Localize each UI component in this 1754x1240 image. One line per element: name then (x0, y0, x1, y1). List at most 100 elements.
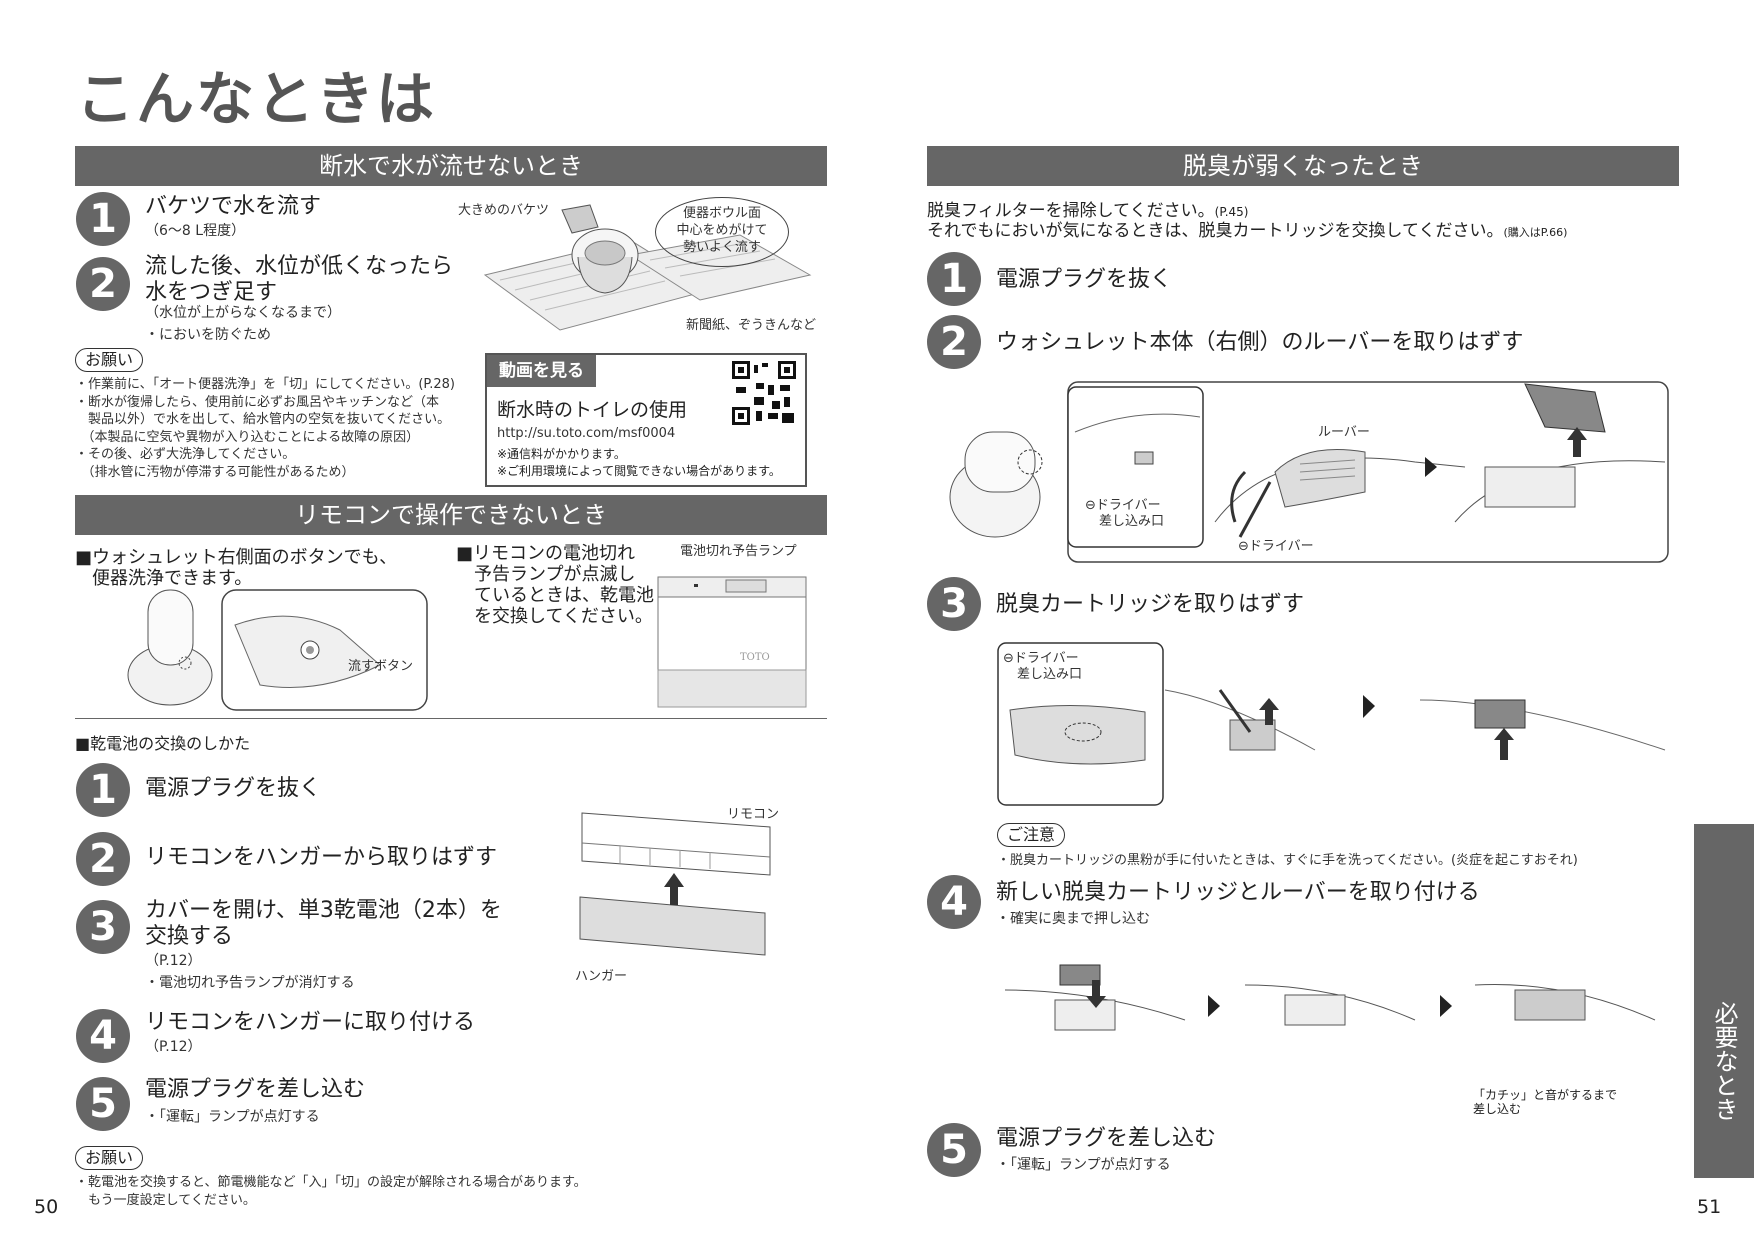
step-number: 2 (927, 315, 981, 369)
step-note: ・「運転」ランプが点灯する (145, 1109, 320, 1125)
intro-text: 脱臭フィルターを掃除してください。 (927, 201, 1215, 221)
notice-line: 製品以外）で水を出して、給水管内の空気を抜いてください。 (75, 412, 451, 427)
notice-line: （本製品に空気や異物が入り込むことによる故障の原因） (75, 429, 420, 445)
side-button-text-1: ■ウォシュレット右側面のボタンでも、 (75, 547, 398, 568)
side-index-tab[interactable]: 必要なとき (1694, 824, 1754, 1178)
step-number: 4 (76, 1009, 130, 1063)
page-title: こんなときは (76, 65, 437, 133)
video-box[interactable]: 動画を見る 断水時のトイレの使用 http://su.toto.com/msf0… (485, 353, 807, 487)
lamp-label: 電池切れ予告ランプ (680, 544, 797, 559)
step-note: ・確実に奥まで押し込む (996, 911, 1150, 927)
divider (75, 718, 827, 719)
video-title: 断水時のトイレの使用 (497, 399, 688, 421)
qr-code-icon[interactable] (732, 361, 796, 425)
click-note-line: 差し込む (1473, 1102, 1522, 1116)
step-heading: 脱臭カートリッジを取りはずす (996, 592, 1305, 617)
notice-line: ・作業前に、「オート便器洗浄」を「切」にしてください。(P.28) (75, 377, 455, 392)
brand-label: TOTO (740, 652, 770, 663)
battery-warning-line: ているときは、乾電池 (474, 585, 654, 606)
caution-note: ・脱臭カートリッジの黒粉が手に付いたときは、すぐに手を洗ってください。(炎症を起… (997, 853, 1578, 868)
step-heading-line2: 交換する (145, 924, 234, 949)
step-heading: リモコンをハンガーから取りはずす (145, 845, 498, 870)
battery-warning-line: を交換してください。 (474, 606, 653, 627)
step-number: 1 (927, 252, 981, 306)
intro-line: 脱臭フィルターを掃除してください。(P.45) (927, 196, 1248, 221)
side-button-illustration (127, 589, 428, 711)
section-bar-deodorize: 脱臭が弱くなったとき (927, 146, 1679, 186)
notice-line: ・乾電池を交換すると、節電機能など「入」「切」の設定が解除される場合があります。 (75, 1175, 587, 1190)
notice-line: （排水管に汚物が停滞する可能性があるため） (75, 464, 355, 480)
driver-slot-label-line: ⊖ドライバー (1003, 651, 1079, 666)
bubble-line: 便器ボウル面 (682, 206, 761, 221)
intro-line: それでもにおいが気になるときは、脱臭カートリッジを交換してください。(購入はP.… (927, 216, 1567, 241)
remote-front-illustration (657, 576, 807, 708)
video-url[interactable]: http://su.toto.com/msf0004 (497, 426, 676, 441)
driver-label: ⊖ドライバー (1238, 539, 1314, 554)
louver-removal-illustration (949, 381, 1669, 563)
step-heading-line2: 水をつぎ足す (145, 280, 278, 305)
step-number: 1 (76, 763, 130, 817)
step-heading: 新しい脱臭カートリッジとルーバーを取り付ける (996, 880, 1480, 905)
driver-slot-label: ⊖ドライバー 差し込み口 (1003, 651, 1082, 683)
step-number: 5 (927, 1123, 981, 1177)
notice-badge: お願い (75, 1146, 144, 1170)
flush-button-label: 流すボタン (348, 659, 414, 674)
step-heading: リモコンをハンガーに取り付ける (145, 1010, 476, 1035)
step-heading-line1: カバーを開け、単3乾電池（2本）を (145, 898, 502, 923)
step-note: ・「運転」ランプが点灯する (996, 1157, 1171, 1173)
page-number-left: 50 (34, 1196, 59, 1218)
notice-list: ・作業前に、「オート便器洗浄」を「切」にしてください。(P.28) ・断水が復帰… (75, 376, 475, 481)
video-tag: 動画を見る (487, 355, 596, 387)
step-sub: （P.12） (145, 1039, 202, 1055)
section-bar-remote: リモコンで操作できないとき (75, 495, 827, 535)
battery-replace-title: ■乾電池の交換のしかた (75, 734, 251, 753)
battery-warning-line: ■リモコンの電池切れ (456, 543, 636, 564)
remote-label: リモコン (727, 807, 780, 822)
step-heading: 電源プラグを抜く (145, 776, 322, 801)
step-number: 2 (76, 832, 130, 886)
side-button-text-2: 便器洗浄できます。 (92, 568, 253, 589)
video-note: ※ご利用環境によって閲覧できない場合があります。 (497, 464, 781, 478)
step-number: 1 (76, 192, 130, 246)
bubble-callout: 便器ボウル面 中心をめがけて 勢いよく流す (655, 197, 789, 267)
bubble-line: 勢いよく流す (683, 240, 761, 255)
battery-warning-text: ■リモコンの電池切れ 予告ランプが点滅し ているときは、乾電池 を交換してくださ… (456, 543, 654, 627)
notice-line: ・その後、必ず大洗浄してください。 (75, 447, 296, 462)
remote-hanger-illustration (579, 812, 771, 956)
intro-text: それでもにおいが気になるときは、脱臭カートリッジを交換してください。 (927, 221, 1504, 241)
side-index-tab-label: 必要なとき (1710, 1001, 1738, 1121)
section-bar-water-outage: 断水で水が流せないとき (75, 146, 827, 186)
step-number: 5 (76, 1077, 130, 1131)
step-number: 3 (76, 900, 130, 954)
step-sub: （水位が上がらなくなるまで） (145, 305, 341, 321)
step-heading: 電源プラグを差し込む (145, 1077, 366, 1102)
step-sub: （6～8 L程度） (145, 223, 246, 239)
notice-line: ・断水が復帰したら、使用前に必ずお風呂やキッチンなど（本 (75, 394, 440, 410)
cartridge-removal-illustration (997, 642, 1666, 806)
video-note: ※通信料がかかります。 (497, 447, 626, 461)
step-heading: バケツで水を流す (145, 194, 322, 219)
driver-slot-label-line: ⊖ドライバー (1085, 498, 1161, 513)
step-number: 4 (927, 875, 981, 929)
step-heading: 電源プラグを抜く (996, 267, 1173, 292)
louver-label: ルーバー (1318, 425, 1370, 440)
bubble-line: 中心をめがけて (676, 223, 768, 238)
hanger-label: ハンガー (575, 969, 628, 984)
battery-warning-line: 予告ランプが点滅し (474, 564, 636, 585)
notice-line: もう一度設定してください。 (75, 1193, 256, 1208)
step-note: ・においを防ぐため (145, 327, 271, 343)
driver-slot-label-line: 差し込み口 (1017, 667, 1083, 682)
step-sub: （P.12） (145, 953, 202, 969)
cartridge-install-illustration (1004, 964, 1656, 1031)
driver-slot-label: ⊖ドライバー 差し込み口 (1085, 498, 1164, 530)
intro-ref: (P.45) (1214, 205, 1249, 219)
step-number: 2 (76, 257, 130, 311)
step-heading: ウォシュレット本体（右側）のルーバーを取りはずす (996, 330, 1524, 355)
bucket-label: 大きめのバケツ (458, 203, 550, 218)
notice-badge: お願い (75, 348, 144, 372)
caution-badge: ご注意 (997, 823, 1066, 847)
page-number-right: 51 (1697, 1196, 1722, 1218)
driver-slot-label-line: 差し込み口 (1099, 514, 1165, 529)
click-note: 「カチッ」と音がするまで 差し込む (1473, 1088, 1617, 1116)
step-note: ・電池切れ予告ランプが消灯する (145, 975, 355, 991)
